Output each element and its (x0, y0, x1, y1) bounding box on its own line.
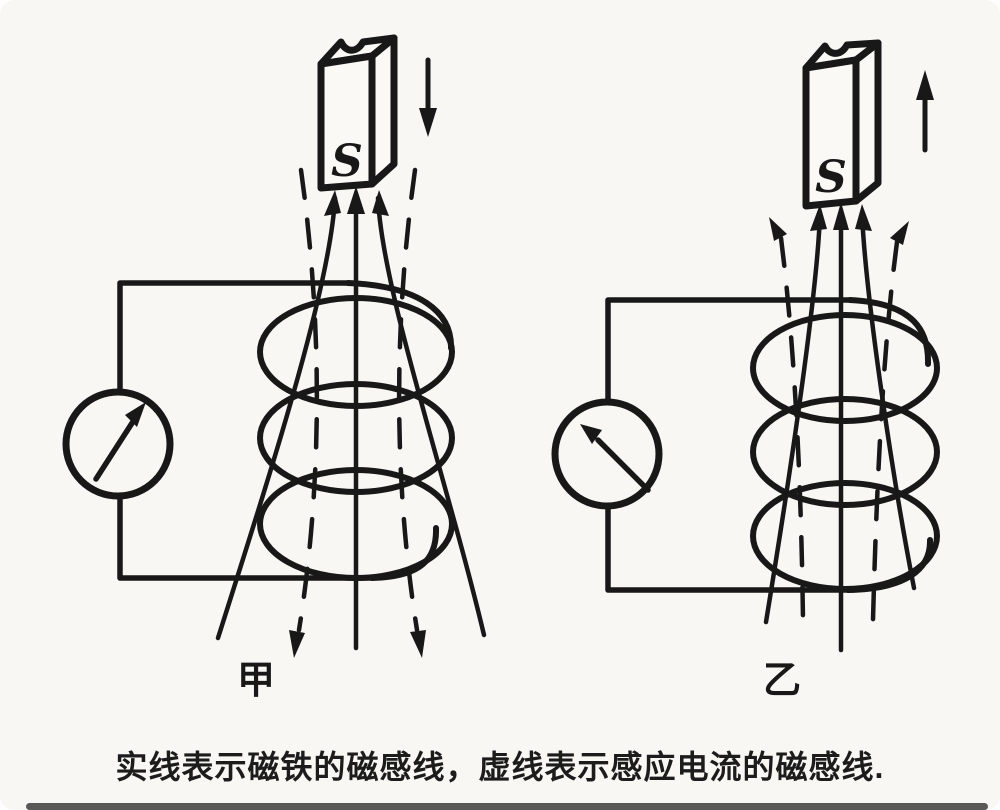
motion-down-arrow-icon (419, 57, 437, 137)
pole-label-left: S (331, 136, 363, 187)
up-arrow-icon (347, 186, 365, 214)
up-arrow-icon (324, 190, 341, 216)
figure-caption: 实线表示磁铁的磁感线，虚线表示感应电流的磁感线. (115, 749, 885, 785)
panel-yi: S 乙 (551, 39, 940, 702)
galvanometer-icon-right (551, 398, 663, 510)
bottom-edge-divider (26, 803, 988, 810)
down-arrow-icon (289, 630, 305, 658)
panel-label-yi: 乙 (763, 660, 801, 702)
galvanometer-needle-right (580, 424, 651, 493)
circuit-wires-left (117, 280, 375, 581)
coil-right (750, 297, 940, 593)
down-arrow-icon (410, 630, 426, 658)
motion-up-arrow-icon (916, 70, 934, 153)
up-arrow-icon (890, 221, 909, 245)
galvanometer-needle-left (93, 402, 146, 482)
coil-left (257, 280, 455, 581)
up-arrow-icon (855, 204, 872, 231)
circuit-wires-right (605, 297, 853, 593)
up-arrow-icon (372, 190, 389, 216)
magnet-left: S (317, 34, 398, 192)
panel-label-jia: 甲 (237, 660, 275, 702)
pole-label-right: S (815, 152, 847, 203)
galvanometer-icon-left (62, 388, 174, 500)
magnet-right: S (802, 39, 882, 210)
up-arrow-icon (833, 202, 849, 230)
panel-jia: S 甲 (62, 34, 487, 702)
up-arrow-icon (769, 217, 787, 241)
up-arrow-icon (810, 204, 827, 231)
